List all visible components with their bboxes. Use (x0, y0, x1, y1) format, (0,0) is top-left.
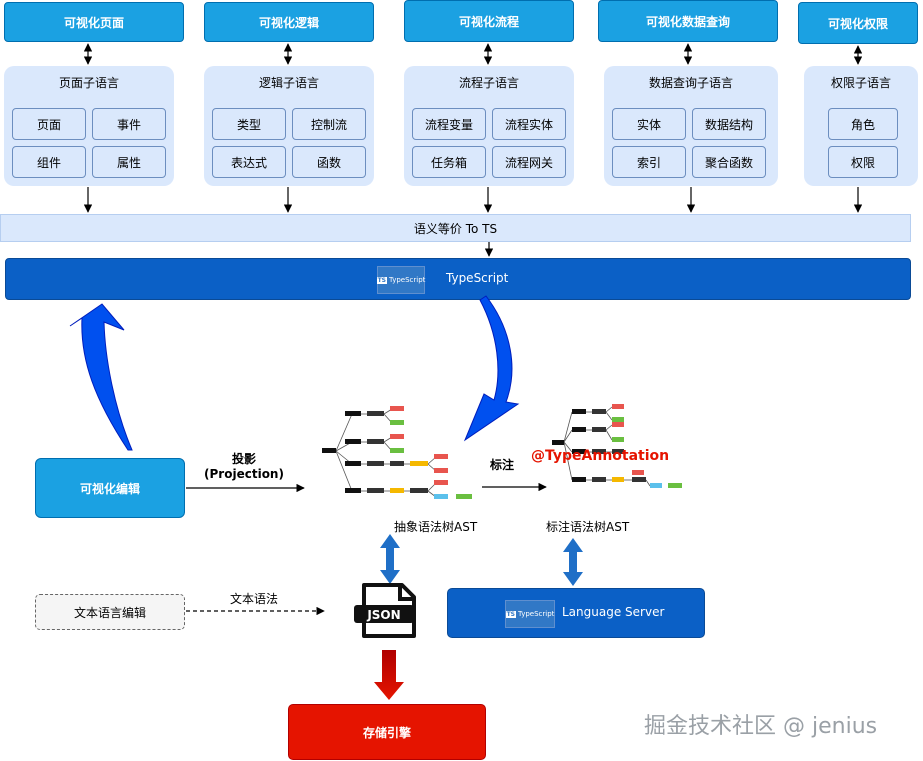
category-title: 可视化逻辑 (258, 15, 319, 30)
category-title: 可视化流程 (458, 14, 519, 29)
json-label: JSON (367, 608, 401, 622)
category-title: 可视化数据查询 (645, 14, 730, 29)
item-index[interactable]: 索引 (612, 146, 686, 178)
panel-logic-sublanguage: 逻辑子语言 类型 控制流 表达式 函数 (204, 66, 374, 186)
visual-edit-label: 可视化编辑 (79, 481, 140, 496)
semantic-equivalence-band: 语义等价 To TS (0, 214, 911, 242)
visual-edit-box[interactable]: 可视化编辑 (35, 458, 185, 518)
panel-title: 权限子语言 (830, 76, 891, 90)
ast-language-server-double-arrow-icon (563, 538, 583, 586)
category-title: 可视化权限 (827, 16, 888, 31)
annotated-ast-tree-icon (563, 406, 651, 487)
item-data-structure[interactable]: 数据结构 (692, 108, 766, 140)
panel-title: 页面子语言 (58, 76, 119, 90)
type-annotation-label: @TypeAnnotation (531, 448, 670, 464)
item-entity[interactable]: 实体 (612, 108, 686, 140)
category-visual-data-query[interactable]: 可视化数据查询 (598, 0, 778, 42)
text-language-edit-box[interactable]: 文本语言编辑 (35, 594, 185, 630)
ast-tree-icon (335, 408, 437, 498)
panel-flow-sublanguage: 流程子语言 流程变量 流程实体 任务箱 流程网关 (404, 66, 574, 186)
item-function[interactable]: 函数 (292, 146, 366, 178)
storage-arrow-icon (374, 650, 404, 700)
item-role[interactable]: 角色 (828, 108, 898, 140)
ts-mark: TS (376, 276, 388, 284)
ts-mark: TS (505, 610, 517, 618)
panel-band-arrows (83, 187, 863, 257)
text-edit-label: 文本语言编辑 (73, 605, 146, 620)
category-visual-flow[interactable]: 可视化流程 (404, 0, 574, 42)
item-task-box[interactable]: 任务箱 (412, 146, 486, 178)
panel-page-sublanguage: 页面子语言 页面 事件 组件 属性 (4, 66, 174, 186)
item-aggregate-function[interactable]: 聚合函数 (692, 146, 766, 178)
semantic-band-label: 语义等价 To TS (413, 221, 498, 236)
projection-label-line1: 投影 (231, 452, 256, 466)
item-page[interactable]: 页面 (12, 108, 86, 140)
header-panel-double-arrows (83, 43, 863, 65)
projection-label: 投影 (Projection) (204, 452, 284, 482)
projection-label-line2: (Projection) (204, 467, 284, 481)
storage-engine-box[interactable]: 存储引擎 (288, 704, 486, 760)
category-visual-permission[interactable]: 可视化权限 (798, 2, 918, 44)
panel-data-query-sublanguage: 数据查询子语言 实体 数据结构 索引 聚合函数 (604, 66, 778, 186)
item-flow-entity[interactable]: 流程实体 (492, 108, 566, 140)
annotation-label: 标注 (490, 458, 515, 472)
text-grammar-label: 文本语法 (230, 592, 279, 606)
ast-label: 抽象语法树AST (394, 520, 478, 534)
storage-engine-label: 存储引擎 (362, 725, 411, 740)
category-visual-page[interactable]: 可视化页面 (4, 2, 184, 42)
big-down-arrow-icon (463, 295, 520, 442)
ast-json-double-arrow-icon (380, 534, 400, 584)
item-control-flow[interactable]: 控制流 (292, 108, 366, 140)
big-up-arrow-icon (69, 303, 133, 451)
item-property[interactable]: 属性 (92, 146, 166, 178)
language-server-label: Language Server (562, 605, 665, 619)
json-file-icon (354, 583, 416, 638)
panel-permission-sublanguage: 权限子语言 角色 权限 (804, 66, 918, 186)
category-title: 可视化页面 (63, 15, 124, 30)
panel-title: 数据查询子语言 (648, 76, 733, 90)
ast-tree-nodes (322, 406, 472, 499)
item-type[interactable]: 类型 (212, 108, 286, 140)
item-event[interactable]: 事件 (92, 108, 166, 140)
typescript-label: TypeScript (446, 271, 509, 285)
ts-logo-text: TypeScript (518, 610, 555, 618)
category-visual-logic[interactable]: 可视化逻辑 (204, 2, 374, 42)
watermark: 掘金技术社区 @ jenius (644, 714, 878, 739)
annotated-ast-nodes (552, 404, 682, 488)
panel-title: 逻辑子语言 (258, 76, 319, 90)
item-component[interactable]: 组件 (12, 146, 86, 178)
item-permission[interactable]: 权限 (828, 146, 898, 178)
item-expression[interactable]: 表达式 (212, 146, 286, 178)
panel-title: 流程子语言 (458, 76, 519, 90)
ts-logo-text: TypeScript (389, 276, 426, 284)
item-flow-variable[interactable]: 流程变量 (412, 108, 486, 140)
item-flow-gateway[interactable]: 流程网关 (492, 146, 566, 178)
annotated-ast-label: 标注语法树AST (546, 520, 630, 534)
